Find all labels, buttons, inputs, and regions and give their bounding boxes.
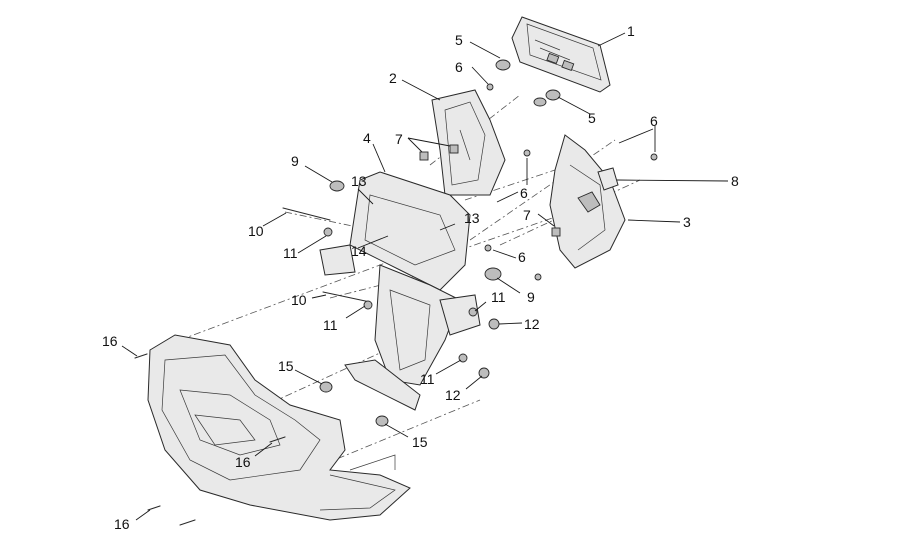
callout-11-c: 11 (491, 289, 506, 305)
leader-lines (121, 32, 729, 521)
callout-10-mid: 10 (291, 292, 307, 308)
instrument-cluster (511, 16, 611, 93)
callout-13-left: 13 (351, 173, 367, 189)
callout-2: 2 (389, 70, 397, 86)
callout-6-top: 6 (455, 59, 463, 75)
callout-15-right: 15 (412, 434, 428, 450)
callout-3: 3 (683, 214, 691, 230)
callout-12-a: 12 (524, 316, 540, 332)
callout-16-bottom: 16 (114, 516, 130, 532)
callout-13-right: 13 (464, 210, 480, 226)
callout-11-a: 11 (283, 245, 298, 261)
callout-5-top: 5 (455, 32, 463, 48)
callout-11-d: 11 (420, 371, 435, 387)
hardware (134, 59, 658, 526)
side-cover (549, 134, 626, 269)
callout-4: 4 (363, 130, 371, 146)
callout-6-low: 6 (518, 249, 526, 265)
headlight-assembly (147, 334, 411, 521)
main-bracket (319, 171, 481, 411)
inner-cover (431, 89, 506, 196)
callout-14: 14 (351, 243, 367, 259)
callout-6-mid: 6 (520, 185, 528, 201)
callout-labels: 1 2 3 4 5 5 6 6 6 6 7 7 8 9 9 10 10 11 1… (102, 23, 739, 532)
callout-9-left: 9 (291, 153, 299, 169)
callout-6-right: 6 (650, 113, 658, 129)
callout-9-right: 9 (527, 289, 535, 305)
callout-5-mid: 5 (588, 110, 596, 126)
callout-12-b: 12 (445, 387, 461, 403)
callout-15-left: 15 (278, 358, 294, 374)
callout-11-b: 11 (323, 317, 338, 333)
callout-1: 1 (627, 23, 635, 39)
callout-16-top: 16 (102, 333, 118, 349)
callout-7-right: 7 (523, 207, 531, 223)
callout-16-mid: 16 (235, 454, 251, 470)
callout-7-left: 7 (395, 131, 403, 147)
callout-8: 8 (731, 173, 739, 189)
callout-10-top: 10 (248, 223, 264, 239)
